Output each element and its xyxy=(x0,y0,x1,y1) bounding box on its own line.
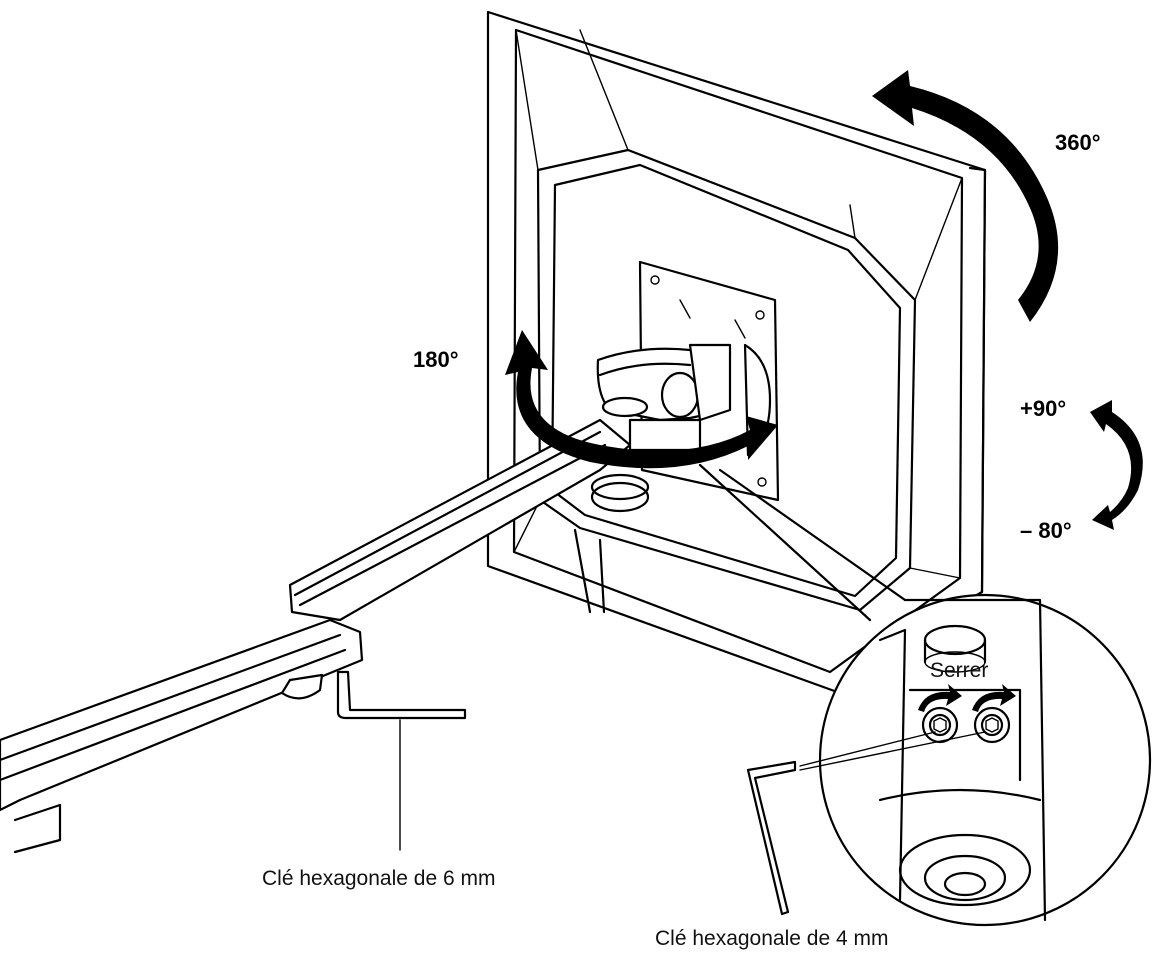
hex-key-4mm xyxy=(746,731,986,916)
hex-key-6mm xyxy=(336,670,467,851)
tilt-arrow xyxy=(1090,400,1143,530)
swivel-180-label: 180° xyxy=(413,347,459,372)
hex-key-4mm-label: Clé hexagonale de 4 mm xyxy=(655,927,888,950)
tilt-head xyxy=(590,343,732,513)
rotation-360-arrow xyxy=(872,70,1059,322)
rotation-360-label: 360° xyxy=(1055,130,1101,155)
tilt-up-label: +90° xyxy=(1020,396,1066,421)
hex-key-6mm-label: Clé hexagonale de 6 mm xyxy=(262,867,495,890)
tighten-detail-callout xyxy=(698,463,1152,927)
tilt-down-label: – 80° xyxy=(1020,518,1072,543)
tighten-label: Serrer xyxy=(930,659,988,682)
swivel-180-arrow xyxy=(505,330,778,469)
monitor-arm xyxy=(0,418,632,854)
